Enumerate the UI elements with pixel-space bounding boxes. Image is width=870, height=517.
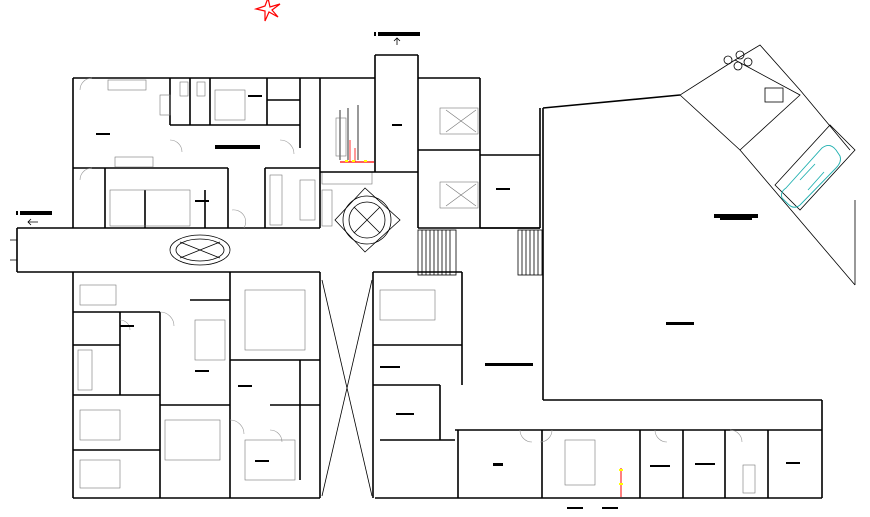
north-arrow-icon [253,0,281,22]
main-corridor [10,227,231,273]
lower-left-block [72,271,321,499]
central-corridor [321,272,374,498]
trees [723,50,753,71]
right-hall [542,44,856,430]
stair-icon [417,229,543,276]
entry-arrow-left [16,211,52,226]
stair-shaft [320,54,541,229]
bottom-rooms [455,429,823,509]
car-icon [781,145,841,208]
entry-arrow-top [374,32,420,45]
upper-left-block [72,77,375,229]
lower-middle-block [373,271,533,499]
rotunda [334,187,401,253]
